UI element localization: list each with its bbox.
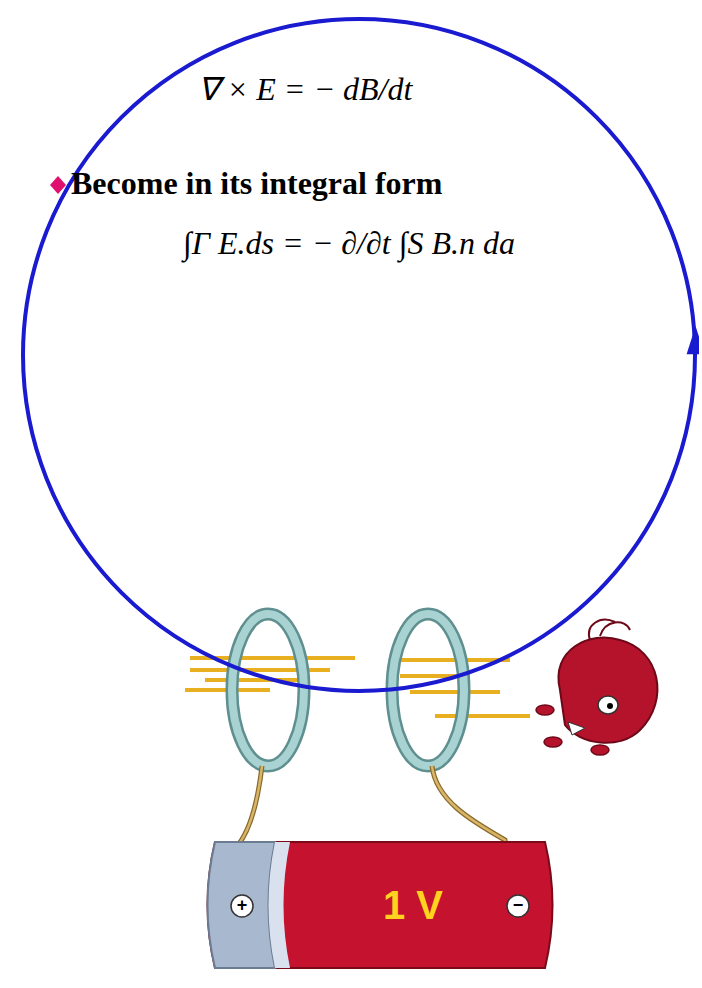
voltage-label: 1 V [383,883,443,928]
terminal-sign: + [237,895,248,916]
battery [208,842,553,968]
loop-outline [19,15,699,695]
equation: ∫Γ E.ds = − ∂/∂t ∫S B.n da [183,225,515,262]
battery-label-area: 1 V [285,842,540,968]
creature [536,620,657,755]
terminal-sign: − [513,895,524,916]
loop-arrowhead [687,326,699,354]
equation: ∇ × E = − dB/dt [198,70,413,108]
bullet-text: Become in its integral form [71,165,442,202]
loop-circle: ∇ × E = − dB/dtBecome in its integral fo… [19,15,699,695]
